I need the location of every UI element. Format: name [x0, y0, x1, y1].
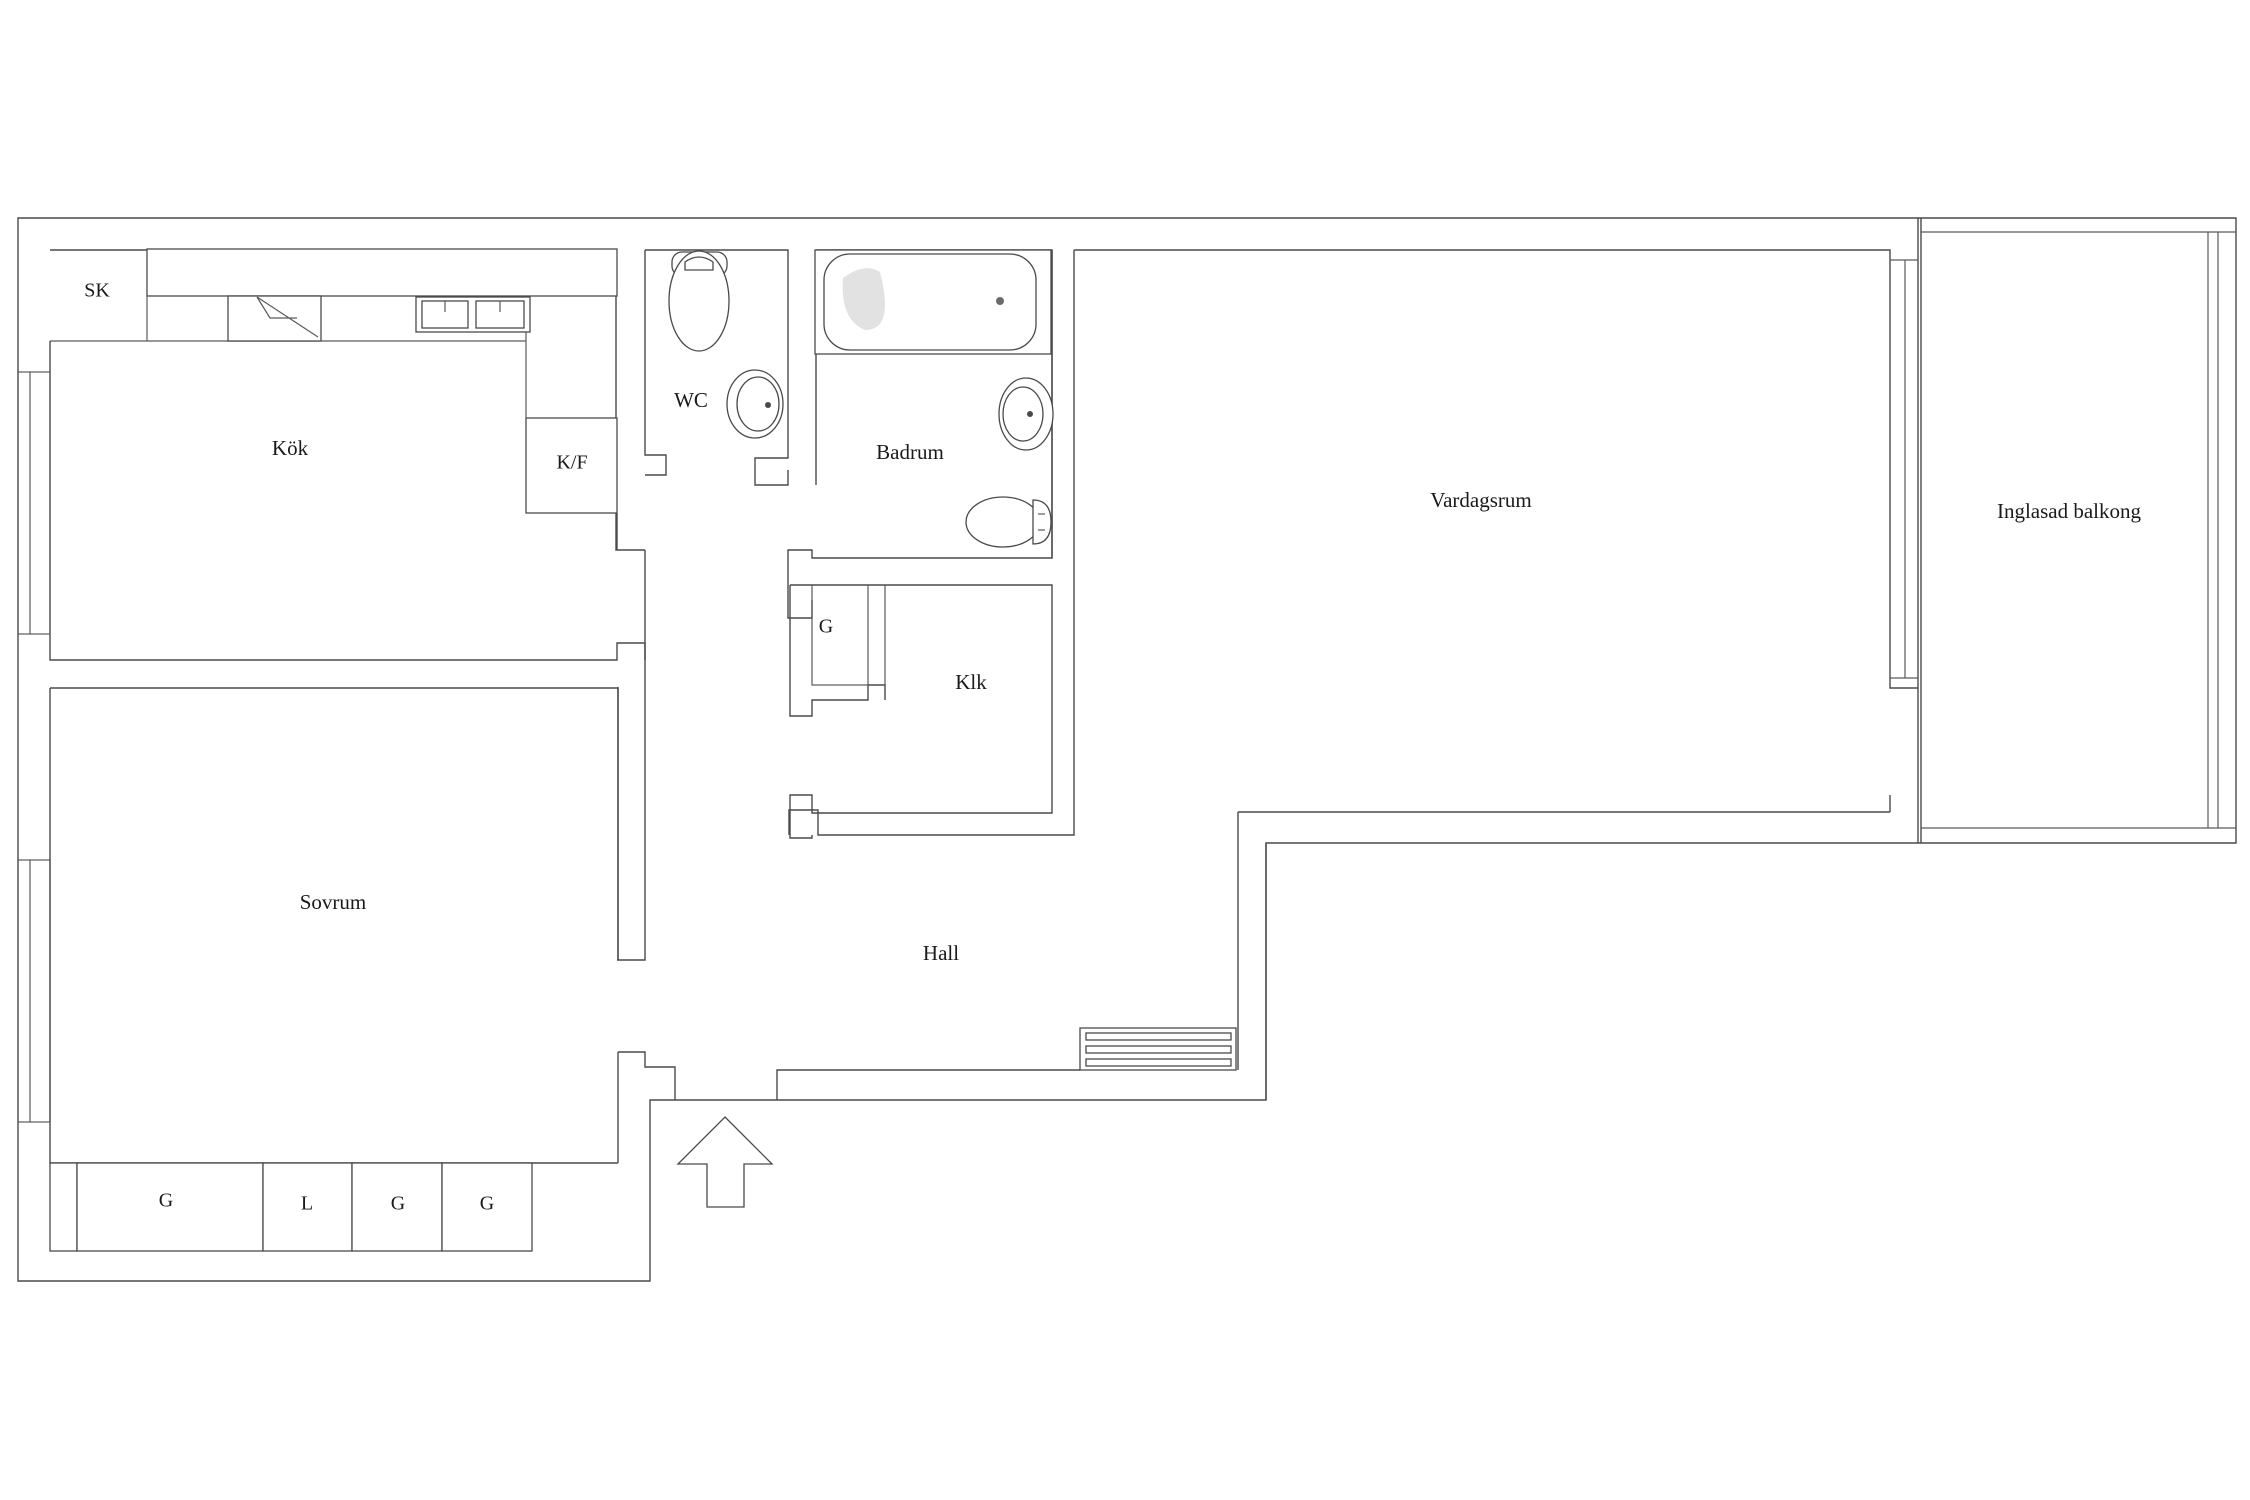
left-windows — [17, 371, 51, 1123]
balcony-frame — [1921, 231, 2236, 829]
room-label-hall: Hall — [923, 941, 959, 965]
room-label-sk: SK — [84, 280, 110, 302]
entrance-arrow-icon — [676, 1116, 774, 1208]
living-room-walls — [788, 249, 1918, 836]
wardrobes — [49, 1162, 533, 1252]
bathroom — [787, 249, 1054, 619]
wardrobe-label: G — [159, 1190, 173, 1212]
room-label-badrum: Badrum — [876, 440, 944, 464]
radiator — [1079, 1027, 1237, 1071]
room-label-sovrum: Sovrum — [300, 890, 367, 914]
room-label-g-closet: G — [819, 616, 833, 638]
outer-walls — [17, 217, 2237, 1282]
wc — [644, 249, 789, 486]
hall-closets — [789, 584, 1053, 839]
wardrobe-label: L — [301, 1193, 313, 1215]
room-label-vardagsrum: Vardagsrum — [1430, 488, 1531, 512]
room-label-kf: K/F — [556, 452, 587, 474]
wardrobe-label: G — [480, 1193, 494, 1215]
bedroom — [49, 687, 619, 1163]
room-label-klk: Klk — [955, 670, 987, 694]
kitchen — [49, 248, 646, 961]
room-label-kok: Kök — [272, 436, 309, 460]
room-label-inglasad-balkong: Inglasad balkong — [1997, 499, 2142, 523]
wardrobe-label: G — [391, 1193, 405, 1215]
hall-walls — [50, 687, 1080, 1164]
room-label-wc: WC — [674, 388, 708, 412]
